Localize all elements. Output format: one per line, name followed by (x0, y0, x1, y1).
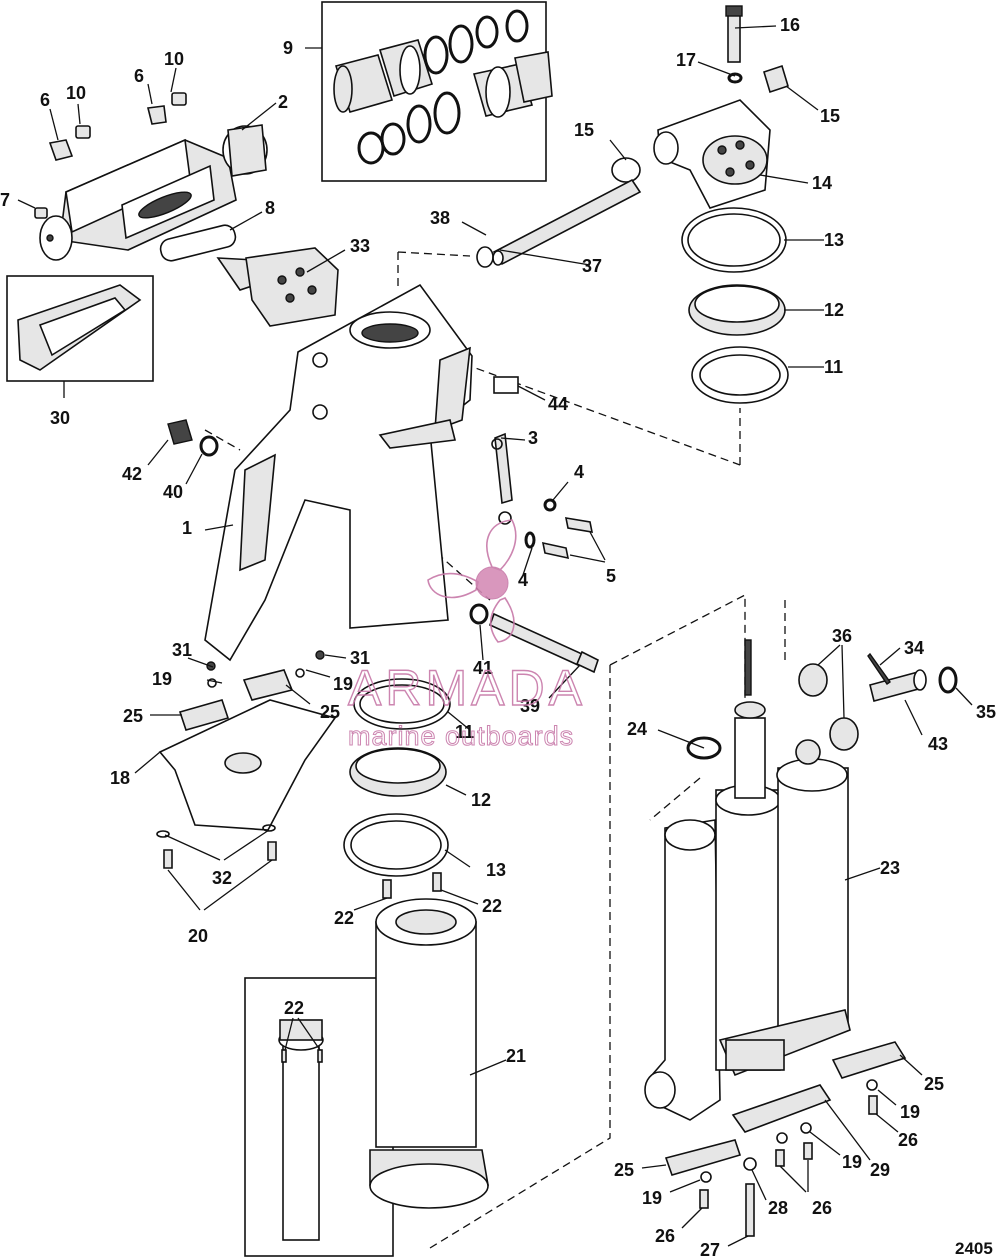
callout-2: 2 (278, 92, 288, 112)
swivel-bracket (204, 283, 473, 662)
callout-42: 42 (122, 464, 142, 484)
watermark-propeller-logo (427, 519, 517, 643)
callout-10a: 10 (66, 83, 86, 103)
callout-22c: 22 (284, 998, 304, 1018)
callout-25c: 25 (924, 1074, 944, 1094)
callout-14: 14 (812, 173, 832, 193)
callout-28: 28 (768, 1198, 788, 1218)
figure-id: 2405 (955, 1239, 993, 1258)
anode-bracket-18 (156, 650, 337, 869)
inset-box-30 (6, 275, 154, 382)
callout-32: 32 (212, 868, 232, 888)
callout-17: 17 (676, 50, 696, 70)
callout-41: 41 (473, 658, 493, 678)
callout-39: 39 (520, 696, 540, 716)
seal-13-upper (681, 207, 787, 273)
callout-3: 3 (528, 428, 538, 448)
callout-19d: 19 (842, 1152, 862, 1172)
callout-35: 35 (976, 702, 996, 722)
watermark-tagline: marine outboards (348, 721, 574, 751)
callout-29: 29 (870, 1160, 890, 1180)
callout-4a: 4 (574, 462, 584, 482)
manifold-33 (216, 247, 339, 327)
callout-4b: 4 (518, 570, 528, 590)
callout-7: 7 (0, 190, 10, 210)
callout-16: 16 (780, 15, 800, 35)
callout-25b: 25 (320, 702, 340, 722)
callout-12b: 12 (471, 790, 491, 810)
callout-37: 37 (582, 256, 602, 276)
callout-8: 8 (265, 198, 275, 218)
cylinder-21 (369, 898, 489, 1209)
callout-36: 36 (832, 626, 852, 646)
callout-20: 20 (188, 926, 208, 946)
callout-13a: 13 (824, 230, 844, 250)
callout-6b: 6 (134, 66, 144, 86)
callout-23: 23 (880, 858, 900, 878)
seal-kit-parts (333, 9, 553, 165)
callout-15a: 15 (574, 120, 594, 140)
small-parts (167, 419, 594, 560)
callout-1: 1 (182, 518, 192, 538)
callout-43: 43 (928, 734, 948, 754)
callout-11a: 11 (824, 357, 843, 377)
assembly-line-upper (397, 251, 741, 466)
dowel-pin-22a (382, 879, 392, 899)
callout-25a: 25 (123, 706, 143, 726)
tag-44 (493, 376, 519, 394)
gasket-8 (159, 224, 237, 262)
callout-12a: 12 (824, 300, 844, 320)
seal-11-lower (353, 678, 451, 730)
assembly-line-right (649, 600, 786, 821)
pin-43 (686, 652, 958, 760)
assembly-line-cylinder (204, 429, 746, 1249)
callout-19e: 19 (642, 1188, 662, 1208)
callout-19b: 19 (333, 674, 353, 694)
callout-10b: 10 (164, 49, 184, 69)
callout-13b: 13 (486, 860, 506, 880)
callout-25d: 25 (614, 1160, 634, 1180)
trim-rod-end-14 (611, 5, 789, 209)
callout-19a: 19 (152, 669, 172, 689)
callout-33: 33 (350, 236, 370, 256)
callout-40: 40 (163, 482, 183, 502)
leader-lines (17, 25, 973, 1247)
gasket-30 (17, 284, 142, 371)
watermark-brand: ARMADA (348, 660, 586, 716)
watermark: ARMADA marine outboards (347, 519, 586, 752)
dowel-pin-22b (432, 872, 442, 892)
callout-30: 30 (50, 408, 70, 428)
callout-labels: 1 2 3 4 4 5 6 6 7 8 9 10 10 11 11 12 12 … (0, 15, 996, 1260)
callout-6a: 6 (40, 90, 50, 110)
callout-15b: 15 (820, 106, 840, 126)
callout-34: 34 (904, 638, 924, 658)
trim-tilt-unit-23 (644, 639, 851, 1121)
callout-26a: 26 (898, 1130, 918, 1150)
seal-11-upper (691, 346, 789, 404)
seal-13-lower (343, 813, 449, 877)
callout-5: 5 (606, 566, 616, 586)
callout-31a: 31 (172, 640, 192, 660)
callout-26b: 26 (812, 1198, 832, 1218)
callout-24: 24 (627, 719, 647, 739)
callout-38: 38 (430, 208, 450, 228)
callout-26c: 26 (655, 1226, 675, 1246)
callout-11b: 11 (455, 722, 474, 742)
callout-27: 27 (700, 1240, 720, 1260)
callout-31b: 31 (350, 648, 370, 668)
inset-cylinder (278, 1019, 324, 1241)
callout-9: 9 (283, 38, 293, 58)
callout-18: 18 (110, 768, 130, 788)
callout-21: 21 (506, 1046, 526, 1066)
callout-22b: 22 (482, 896, 502, 916)
trim-cylinder-body (39, 124, 268, 261)
callout-19c: 19 (900, 1102, 920, 1122)
callout-22a: 22 (334, 908, 354, 928)
callout-44: 44 (548, 394, 568, 414)
pin-37 (476, 178, 642, 268)
fittings (34, 92, 187, 219)
